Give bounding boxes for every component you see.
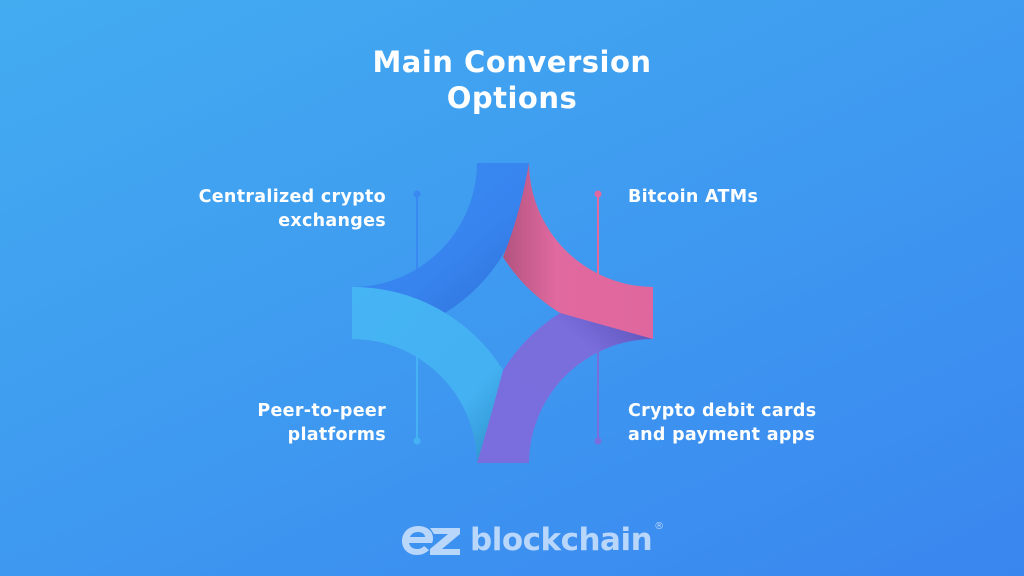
logo-text: blockchain <box>470 522 653 558</box>
title-line-1: Main Conversion <box>372 45 652 79</box>
registered-mark: ® <box>654 520 665 532</box>
ez-logo-icon <box>402 526 460 555</box>
band-debit-cards <box>477 313 653 463</box>
band-bitcoin-atms <box>503 163 653 340</box>
option-label-line-1: Centralized crypto <box>198 187 386 207</box>
option-label-line-2: exchanges <box>278 211 386 231</box>
option-label-line-1: Peer-to-peer <box>257 401 386 421</box>
brand-logo: blockchain ® <box>400 520 664 560</box>
band-centralized-exchanges <box>352 163 529 313</box>
option-label-line-2: platforms <box>287 425 386 445</box>
option-peer-to-peer: Peer-to-peer platforms <box>257 399 386 447</box>
option-centralized-exchanges: Centralized crypto exchanges <box>199 185 386 233</box>
option-label-line-1: Bitcoin ATMs <box>628 187 759 207</box>
title-line-2: Options <box>446 81 578 115</box>
option-debit-cards: Crypto debit cards and payment apps <box>628 399 816 447</box>
option-label-line-1: Crypto debit cards <box>628 401 817 421</box>
band-peer-to-peer <box>352 286 503 463</box>
option-bitcoin-atms: Bitcoin ATMs <box>628 185 758 209</box>
page-title: Main Conversion Options <box>0 44 1024 116</box>
option-label-line-2: and payment apps <box>628 425 816 445</box>
